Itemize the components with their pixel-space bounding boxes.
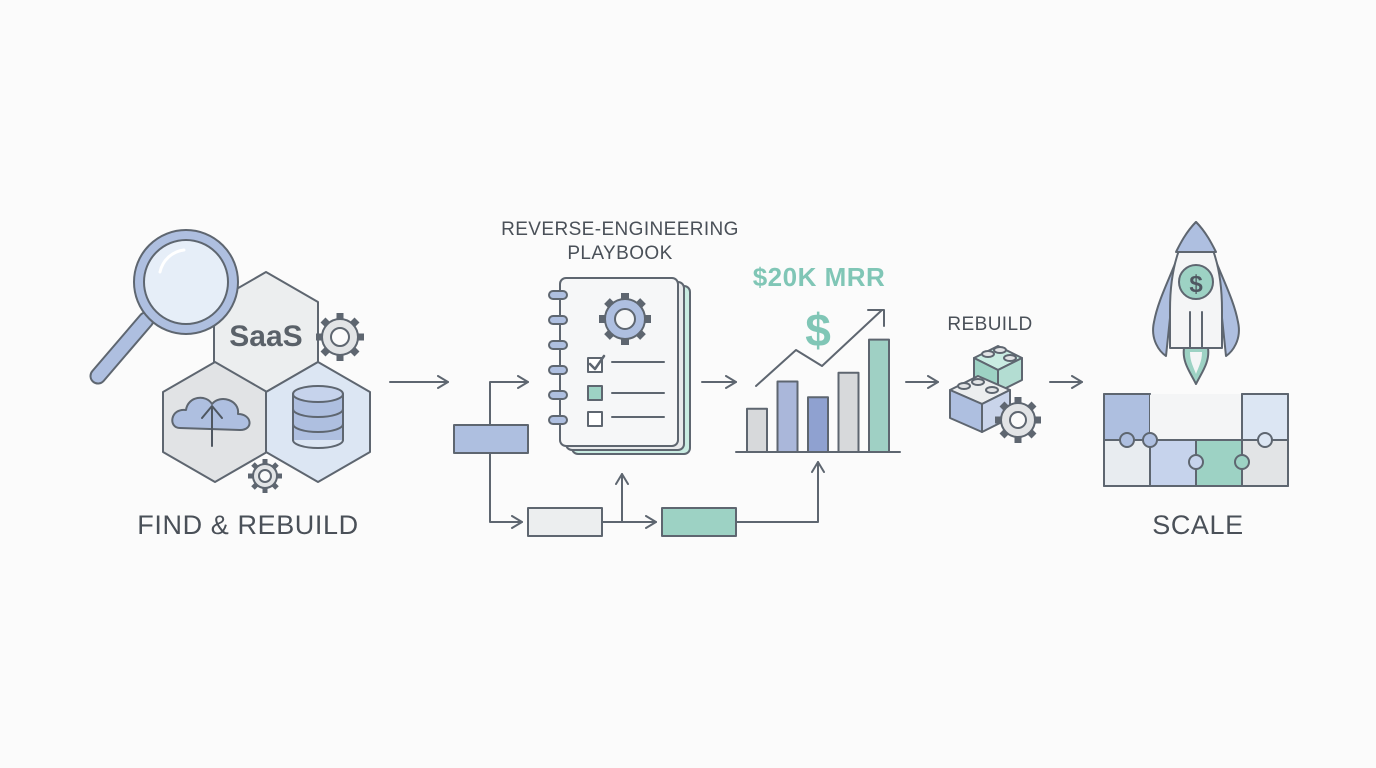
stage-label-mrr: $20K MRR <box>752 262 886 292</box>
checklist-icon <box>587 354 665 427</box>
dollar-icon: $ <box>805 304 831 356</box>
stage-label-playbook: REVERSE-ENGINEERING PLAYBOOK <box>470 218 770 266</box>
notebook-icon <box>548 277 691 455</box>
flow-connector <box>489 452 523 529</box>
puzzle-icon <box>1103 393 1289 487</box>
growth-bar <box>807 396 829 453</box>
rocket-dollar-icon: $ <box>1189 271 1203 298</box>
growth-bar <box>776 380 799 453</box>
gear-icon <box>248 459 282 493</box>
flow-connector <box>735 461 825 523</box>
saas-hex-text: SaaS <box>229 320 302 353</box>
process-flowchart <box>453 375 825 537</box>
growth-bar <box>746 407 768 453</box>
rocket-icon: $ <box>1152 221 1240 385</box>
flow-box-middle <box>527 507 603 537</box>
growth-bar <box>868 338 890 453</box>
gear-icon <box>995 397 1041 443</box>
flow-box-start <box>453 424 529 454</box>
stage-label-find-rebuild: FIND & REBUILD <box>137 510 359 540</box>
stage-label-rebuild: REBUILD <box>947 314 1033 335</box>
find-rebuild-illustration: SaaS <box>89 229 371 493</box>
lego-bricks-icon <box>949 345 1041 443</box>
cloud-upload-icon <box>171 396 251 447</box>
gear-icon <box>599 293 651 345</box>
magnifier-icon <box>89 229 239 385</box>
gear-icon <box>316 313 364 361</box>
growth-chart: $ <box>735 304 901 453</box>
growth-bar <box>837 371 860 453</box>
database-icon <box>292 385 344 449</box>
trend-arrow-icon <box>755 309 883 387</box>
flow-connector <box>489 375 529 426</box>
flow-box-end <box>661 507 737 537</box>
stage-label-scale: SCALE <box>1152 510 1244 540</box>
playbook-title-line1: REVERSE-ENGINEERING <box>501 219 739 240</box>
scale-illustration: $ <box>1103 221 1289 487</box>
playbook-title-line2: PLAYBOOK <box>567 243 673 264</box>
